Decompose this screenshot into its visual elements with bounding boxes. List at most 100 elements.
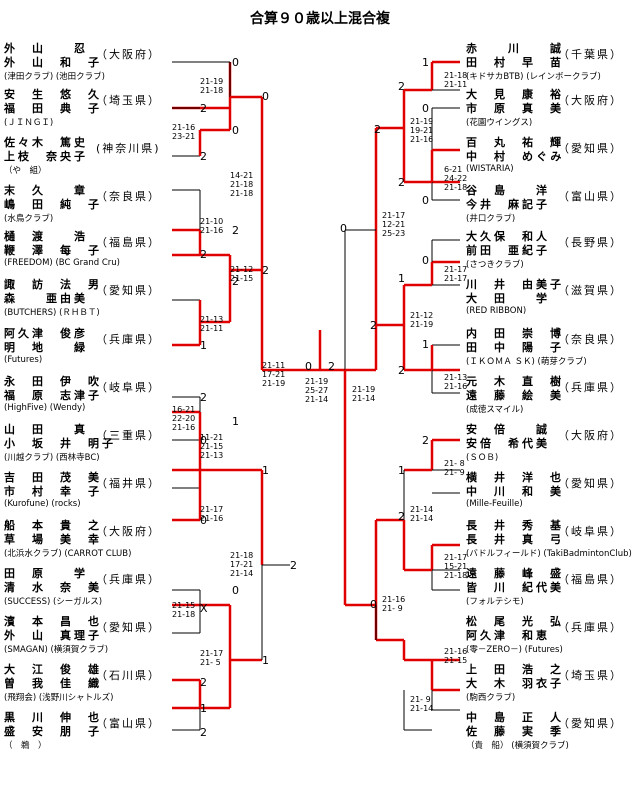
player-1-name: 田 原 学 — [4, 567, 88, 580]
player-1-name: 外 山 忍 — [4, 42, 88, 55]
club-name: (花園ウイングス) — [466, 118, 533, 128]
prefecture: （奈良県） — [96, 190, 161, 203]
player-2-name: 盛 安 朋 子 — [4, 725, 102, 738]
match-score: 25-23 — [382, 229, 405, 238]
player-2-name: 前田 亜紀子 — [466, 244, 550, 257]
club-name: (Mille-Feuille) — [466, 499, 523, 509]
match-score: 21-18 — [230, 551, 253, 560]
prefecture: （大阪府） — [96, 525, 161, 538]
team-entry: 永 田 伊 吹福 原 志津子(HighFive) (Wendy)（岐阜県） — [4, 373, 224, 419]
club-name: (ＪＩＮＧＩ) — [4, 118, 54, 128]
match-score: 21-19 — [352, 385, 375, 394]
match-score: 21-12 — [410, 311, 433, 320]
round-result: 2 — [200, 102, 207, 115]
round-result: 2 — [398, 80, 405, 93]
match-score: 6-21 — [444, 165, 462, 174]
round-result: 1 — [398, 464, 405, 477]
match-score: 21-16 — [200, 226, 223, 235]
team-entry: 安 生 悠 久福 田 典 子(ＪＩＮＧＩ)（埼玉県） — [4, 86, 224, 132]
prefecture: （千葉県） — [558, 48, 623, 61]
prefecture: （富山県） — [96, 717, 161, 730]
prefecture: (神奈川県) — [96, 142, 161, 155]
team-entry: 谷 島 洋今井 麻記子(井口クラブ)（富山県） — [466, 182, 640, 228]
club-name: (BUTCHERS) (ＲＨＢＴ) — [4, 308, 100, 318]
prefecture: （福島県） — [96, 236, 161, 249]
round-result: 1 — [422, 56, 429, 69]
round-result: 0 — [232, 124, 239, 137]
match-score: 21-16 — [172, 123, 195, 132]
player-2-name: 大 田 学 — [466, 292, 550, 305]
match-score: 21-11 — [200, 324, 223, 333]
club-name: (WISTARIA) — [466, 164, 514, 174]
team-entry: 赤 川 誠田 村 早 苗(キドサカBTB) (レインボークラブ)（千葉県） — [466, 40, 640, 86]
player-1-name: 赤 川 誠 — [466, 42, 564, 55]
prefecture: （大阪府） — [96, 48, 161, 61]
team-entry: 吉 田 茂 美市 村 幸 子(Kurofune) (rocks)（福井県） — [4, 469, 224, 515]
round-result: 1 — [200, 339, 207, 352]
round-result: 2 — [374, 123, 381, 136]
round-result: 2 — [200, 248, 207, 261]
club-name: (RED RIBBON) — [466, 306, 527, 316]
player-2-name: 田 村 早 苗 — [466, 56, 564, 69]
round-result: 0 — [422, 254, 429, 267]
player-2-name: 外 山 和 子 — [4, 56, 102, 69]
prefecture: （岐阜県） — [558, 525, 623, 538]
match-score: 21-19 — [305, 377, 328, 386]
round-result: 0 — [232, 584, 239, 597]
player-1-name: 横 井 洋 也 — [466, 471, 564, 484]
club-name: (フォルテシモ) — [466, 597, 524, 607]
club-name: (ＩＫＯＭＡ ＳＫ) (萌芽クラブ) — [466, 357, 587, 367]
match-score: 19-21 — [410, 126, 433, 135]
player-2-name: 外 山 真理子 — [4, 629, 102, 642]
match-score: 21-17 — [200, 505, 223, 514]
prefecture: （愛知県） — [558, 477, 623, 490]
team-entry: 田 原 学清 水 奈 美(SUCCESS) (シーガルス)（兵庫県） — [4, 565, 224, 611]
team-entry: 諏 訪 法 男森 亜由美(BUTCHERS) (ＲＨＢＴ)（愛知県） — [4, 276, 224, 322]
match-score: 21-16 — [382, 595, 405, 604]
prefecture: （愛知県） — [96, 284, 161, 297]
round-result: 1 — [262, 654, 269, 667]
team-entry: 安 倍 誠安倍 希代美(ＳＯＢ)（大阪府） — [466, 421, 640, 467]
round-result: 2 — [200, 150, 207, 163]
prefecture: （岐阜県） — [96, 381, 161, 394]
team-entry: 上 田 浩 之大 木 羽衣子(駒西クラブ)（埼玉県） — [466, 661, 640, 707]
team-entry: 川 井 由美子大 田 学(RED RIBBON)（滋賀県） — [466, 276, 640, 322]
player-1-name: 濱 本 昌 也 — [4, 615, 102, 628]
player-1-name: 阿久津 俊彦 — [4, 327, 88, 340]
club-name: (成徳スマイル) — [466, 405, 524, 415]
match-score: 21-18 — [444, 571, 467, 580]
match-score: 21- 5 — [200, 658, 221, 667]
match-score: 21-17 — [444, 265, 467, 274]
player-2-name: 安倍 希代美 — [466, 437, 550, 450]
round-result: 1 — [398, 272, 405, 285]
player-1-name: 百 丸 祐 輝 — [466, 136, 564, 149]
player-2-name: 中 川 和 美 — [466, 485, 564, 498]
prefecture: （石川県） — [96, 669, 161, 682]
match-score: 21-15 — [230, 274, 253, 283]
round-result: 2 — [290, 559, 297, 572]
match-score: 21-19 — [410, 117, 433, 126]
match-score: 21-12 — [230, 265, 253, 274]
player-2-name: 福 田 典 子 — [4, 102, 102, 115]
team-entry: 横 井 洋 也中 川 和 美(Mille-Feuille) （愛知県） — [466, 469, 640, 515]
prefecture: （愛知県） — [96, 621, 161, 634]
match-score: 21- 8 — [444, 459, 465, 468]
prefecture: （埼玉県） — [96, 94, 161, 107]
team-entry: 船 本 貴 之草 場 美 幸(北浜水クラブ) (CARROT CLUB)（大阪府… — [4, 517, 224, 563]
prefecture: （愛知県） — [558, 142, 623, 155]
match-score: 21-13 — [444, 373, 467, 382]
team-entry: 大 見 康 裕市 原 真 美(花園ウイングス)（大阪府） — [466, 86, 640, 132]
player-2-name: 草 場 美 幸 — [4, 533, 102, 546]
club-name: (零－ZERO－) (Futures) — [466, 645, 563, 655]
player-2-name: 曽 我 佳 織 — [4, 677, 102, 690]
player-1-name: 谷 島 洋 — [466, 184, 550, 197]
match-score: 21-16 — [172, 423, 195, 432]
round-result: 2 — [398, 176, 405, 189]
round-result: 1 — [200, 702, 207, 715]
match-score: 21-19 — [200, 77, 223, 86]
player-2-name: 鞭 澤 每 子 — [4, 244, 102, 257]
player-2-name: 大 木 羽衣子 — [466, 677, 564, 690]
round-result: 0 — [340, 222, 347, 235]
prefecture: （兵庫県） — [96, 333, 161, 346]
